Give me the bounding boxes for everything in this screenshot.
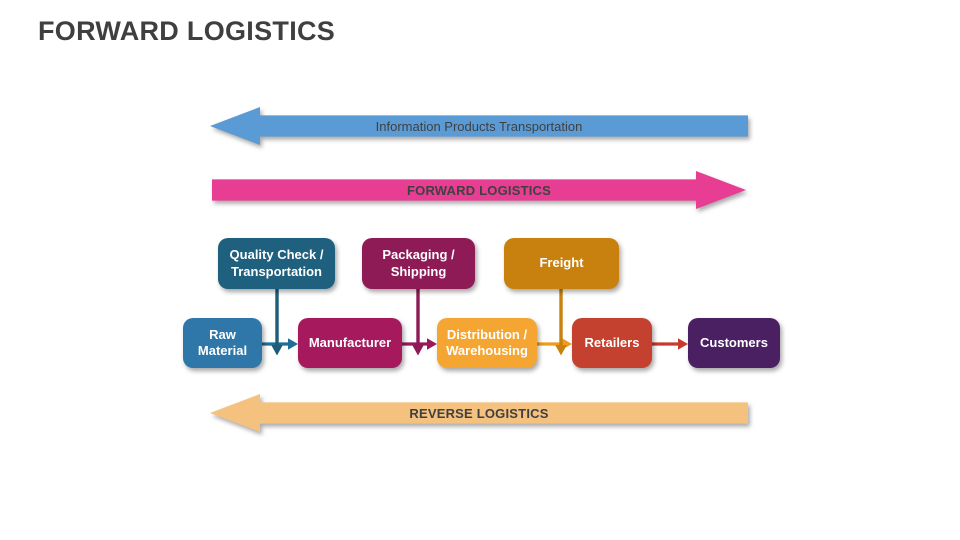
connector-retailers-to-customers-head xyxy=(678,338,688,350)
slide-title: FORWARD LOGISTICS xyxy=(38,16,336,46)
manufacturer-box: Manufacturer xyxy=(298,318,402,368)
connector-raw-to-manufacturer-head xyxy=(288,338,298,350)
info-transport-banner-shadow xyxy=(210,107,748,145)
connector-freight-down-head xyxy=(555,345,567,356)
reverse-logistics-banner-shadow xyxy=(210,394,748,432)
reverse-logistics-banner-label: REVERSE LOGISTICS xyxy=(409,405,549,421)
connector-packaging-down-head xyxy=(412,345,424,356)
info-transport-banner-label: Information Products Transportation xyxy=(375,118,583,134)
info-transport-banner: Information Products Transportation xyxy=(210,107,748,145)
connector-manufacturer-to-distribution-head xyxy=(427,338,437,350)
connector-quality-down-head xyxy=(271,345,283,356)
forward-logistics-banner-label: FORWARD LOGISTICS xyxy=(407,182,551,198)
reverse-logistics-banner: REVERSE LOGISTICS xyxy=(210,394,748,432)
connector-distribution-to-retailers-head xyxy=(562,338,572,350)
raw-material-box: Raw Material xyxy=(183,318,262,368)
quality-check-transportation-box: Quality Check / Transportation xyxy=(218,238,335,289)
customers-box: Customers xyxy=(688,318,780,368)
retailers-box: Retailers xyxy=(572,318,652,368)
packaging-shipping-box: Packaging / Shipping xyxy=(362,238,475,289)
forward-logistics-banner: FORWARD LOGISTICS xyxy=(212,171,746,209)
distribution-warehousing-box: Distribution / Warehousing xyxy=(437,318,537,368)
freight-box: Freight xyxy=(504,238,619,289)
